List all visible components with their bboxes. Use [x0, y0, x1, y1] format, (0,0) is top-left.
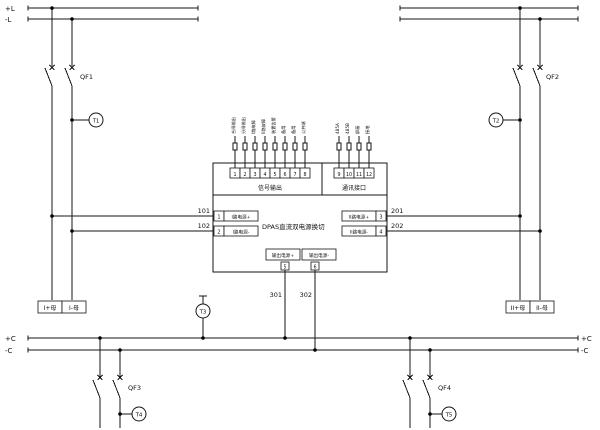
breaker-qf4-symbol — [402, 374, 433, 399]
transducer-t1-symbol — [88, 112, 104, 128]
breaker-qf3-symbol — [92, 374, 123, 399]
transducer-t4-label: T4 — [135, 412, 143, 418]
comm-tail-label: 485A — [335, 123, 340, 134]
signal-tail-label: 分闸输出 — [240, 117, 247, 134]
output-wires: 301 302 — [270, 270, 316, 350]
transducer-t3: T3 — [195, 295, 211, 338]
comm-terminal-strip: 9 10 11 12 — [333, 167, 375, 179]
transducer-t4-symbol — [131, 406, 147, 422]
signal-tail-label: 合闸输出 — [230, 117, 237, 134]
transducer-t1-label: T1 — [92, 118, 100, 124]
comm-group-label: 通讯接口 — [342, 184, 366, 192]
input-left-2-label: I路电源- — [233, 228, 250, 235]
input-wires: 101 102 201 202 — [52, 207, 540, 232]
transducer-t2-label: T2 — [492, 118, 500, 124]
wire-202-label: 202 — [391, 222, 403, 230]
comm-tail-label: 接地 — [364, 125, 371, 134]
comm-terminal-no: 12 — [366, 172, 372, 178]
wire-102-label: 102 — [198, 222, 210, 230]
transducer-t3-label: T3 — [199, 309, 207, 315]
signal-terminal-strip: 1 2 3 4 5 6 7 8 — [229, 167, 311, 179]
signal-terminal-no: 1 — [233, 172, 236, 178]
breaker-qf2-symbol — [512, 64, 543, 87]
signal-terminal-no: 4 — [263, 172, 266, 178]
signal-terminal-no: 7 — [293, 172, 296, 178]
input-right-1-label: II路电源+ — [349, 213, 369, 220]
input-left-2-no: 2 — [217, 230, 220, 236]
section-bus-i-neg-box — [61, 300, 87, 314]
comm-terminal-no: 11 — [356, 172, 362, 178]
feeder-left: QF1 T1 I+母 I-母 — [37, 8, 104, 314]
bus-bottom-neg-right-label: -C — [581, 347, 589, 355]
signal-terminal-no: 6 — [283, 172, 286, 178]
input-terminals-right: II路电源+ 3 II路电源- 4 — [341, 210, 387, 237]
output-terminals: 输出电源+ 输出电源- 5 6 — [265, 248, 337, 271]
bus-bottom-neg-left-label: -C — [5, 347, 13, 355]
signal-tail-label: II路故障 — [260, 119, 267, 134]
feeder-right: QF2 T2 II+母 II-母 — [488, 8, 559, 314]
input-right-2-no: 4 — [379, 230, 382, 236]
breaker-qf1-symbol — [44, 64, 75, 87]
signal-tail-label: 备用 — [290, 126, 297, 134]
wire-101-label: 101 — [198, 207, 210, 215]
signal-tail-label: 装置告警 — [270, 116, 277, 134]
transducer-t2-symbol — [488, 112, 504, 128]
output-pos-no: 5 — [283, 264, 286, 270]
section-bus-i-pos-label: I+母 — [44, 305, 57, 312]
junction-dots — [50, 6, 542, 416]
breaker-qf4-label: QF4 — [438, 384, 451, 392]
output-neg-no: 6 — [313, 264, 316, 270]
signal-terminal-no: 3 — [253, 172, 256, 178]
wire-302-label: 302 — [300, 291, 312, 299]
transducer-t5-symbol — [441, 406, 457, 422]
feeder-qf4: QF4 T5 — [402, 338, 457, 428]
section-bus-ii-neg-box — [529, 300, 555, 314]
signal-tails: 合闸输出 分闸输出 I路故障 II路故障 装置告警 备用 备用 公共端 485A… — [230, 116, 372, 168]
bus-bottom: +C -C +C -C — [5, 335, 592, 355]
dpas-device: 1 2 3 4 5 6 7 8 9 10 11 12 信号输出 通讯接口 DPA… — [212, 162, 388, 273]
signal-tail-label: I路故障 — [250, 120, 257, 134]
wire-201-label: 201 — [391, 207, 403, 215]
section-bus-ii-neg-label: II-母 — [536, 305, 548, 312]
breaker-qf1-label: QF1 — [80, 73, 93, 81]
signal-tail-label: 公共端 — [300, 121, 307, 134]
signal-terminal-no: 2 — [243, 172, 246, 178]
breaker-qf3-label: QF3 — [128, 384, 141, 392]
comm-tail-label: 485B — [345, 123, 350, 134]
signal-tail: 合闸输出 分闸输出 I路故障 II路故障 装置告警 备用 备用 公共端 — [230, 116, 308, 168]
comm-terminal-no: 10 — [346, 172, 352, 178]
output-pos-label: 输出电源+ — [272, 252, 294, 259]
bus-top-neg-label: -L — [5, 16, 12, 24]
signal-tail-label: 备用 — [280, 126, 287, 134]
wire-301-label: 301 — [270, 291, 282, 299]
output-neg-label: 输出电源- — [309, 252, 329, 259]
signal-terminal-no: 8 — [303, 172, 306, 178]
section-bus-ii-pos-label: II+母 — [511, 305, 526, 312]
section-bus-i-neg-label: I-母 — [69, 305, 79, 312]
signal-terminal-no: 5 — [273, 172, 276, 178]
feeder-qf3: QF3 T4 — [92, 338, 147, 428]
input-left-1-no: 1 — [217, 215, 220, 221]
transducer-t5-label: T5 — [445, 412, 453, 418]
input-right-1-no: 3 — [379, 215, 382, 221]
bus-top: +L -L — [5, 5, 579, 24]
bus-bottom-pos-left-label: +C — [5, 335, 16, 343]
comm-tail: 485A 485B 屏蔽 接地 — [335, 123, 372, 168]
bus-bottom-pos-right-label: +C — [581, 335, 592, 343]
input-terminals-left: 1 I路电源+ 2 I路电源- — [213, 210, 259, 237]
input-right-2-label: II路电源- — [350, 228, 368, 235]
signal-group-label: 信号输出 — [258, 184, 282, 192]
device-title: DPAS直流双电源换切 — [262, 222, 325, 231]
comm-tail-label: 屏蔽 — [354, 125, 361, 134]
breaker-qf2-label: QF2 — [546, 73, 559, 81]
bus-top-pos-label: +L — [5, 5, 15, 13]
input-left-1-label: I路电源+ — [232, 213, 251, 220]
comm-terminal-no: 9 — [337, 172, 340, 178]
